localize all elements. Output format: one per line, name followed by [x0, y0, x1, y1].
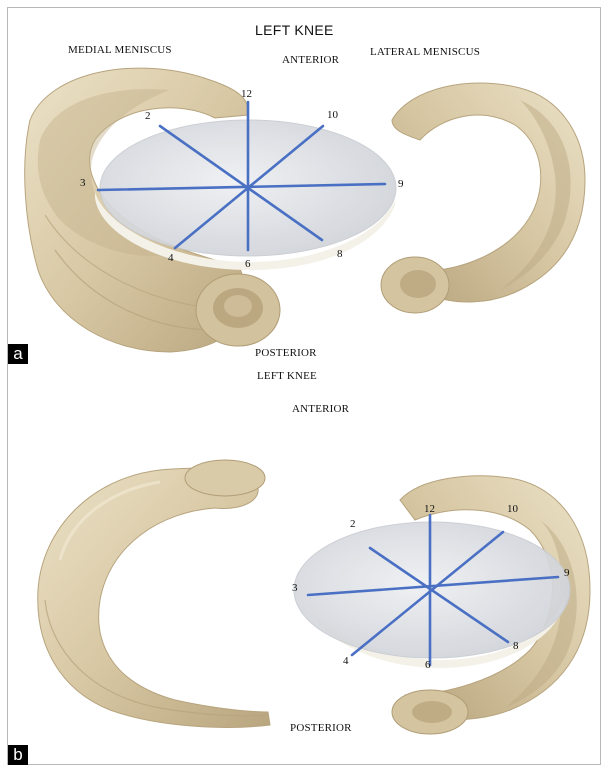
panel-a-medial-meniscus-label: MEDIAL MENISCUS [68, 44, 172, 56]
panel-b-posterior-label: POSTERIOR [290, 722, 352, 734]
panel-b-clock-disc [294, 522, 570, 668]
panel-b-title: LEFT KNEE [257, 370, 317, 382]
panel-a-anterior-label: ANTERIOR [282, 54, 339, 66]
panel-b-clock-6: 6 [425, 659, 431, 671]
panel-a-posterior-label: POSTERIOR [255, 347, 317, 359]
panel-b-clock-10: 10 [507, 503, 518, 515]
panel-a-clock-2: 2 [145, 110, 151, 122]
panel-a-clock-4: 4 [168, 252, 174, 264]
panel-a-clock-12: 12 [241, 88, 252, 100]
panel-b-tag: b [8, 745, 28, 765]
panel-a-clock-9: 9 [398, 178, 404, 190]
panel-b-clock-2: 2 [350, 518, 356, 530]
panel-a-clock-6: 6 [245, 258, 251, 270]
panel-b-clock-8: 8 [513, 640, 519, 652]
panel-b-clock-12: 12 [424, 503, 435, 515]
panel-a-lateral-meniscus [381, 83, 585, 313]
panel-a-clock-3: 3 [80, 177, 86, 189]
panel-a-clock-10: 10 [327, 109, 338, 121]
panel-b-anterior-label: ANTERIOR [292, 403, 349, 415]
panel-b-clock-4: 4 [343, 655, 349, 667]
panel-a-clock-8: 8 [337, 248, 343, 260]
panel-b-clock-3: 3 [292, 582, 298, 594]
panel-b-clock-9: 9 [564, 567, 570, 579]
panel-a-lateral-meniscus-label: LATERAL MENISCUS [370, 46, 480, 58]
panel-a-tag: a [8, 344, 28, 364]
panel-b-medial-meniscus [38, 460, 270, 727]
panel-a-title: LEFT KNEE [255, 22, 334, 38]
